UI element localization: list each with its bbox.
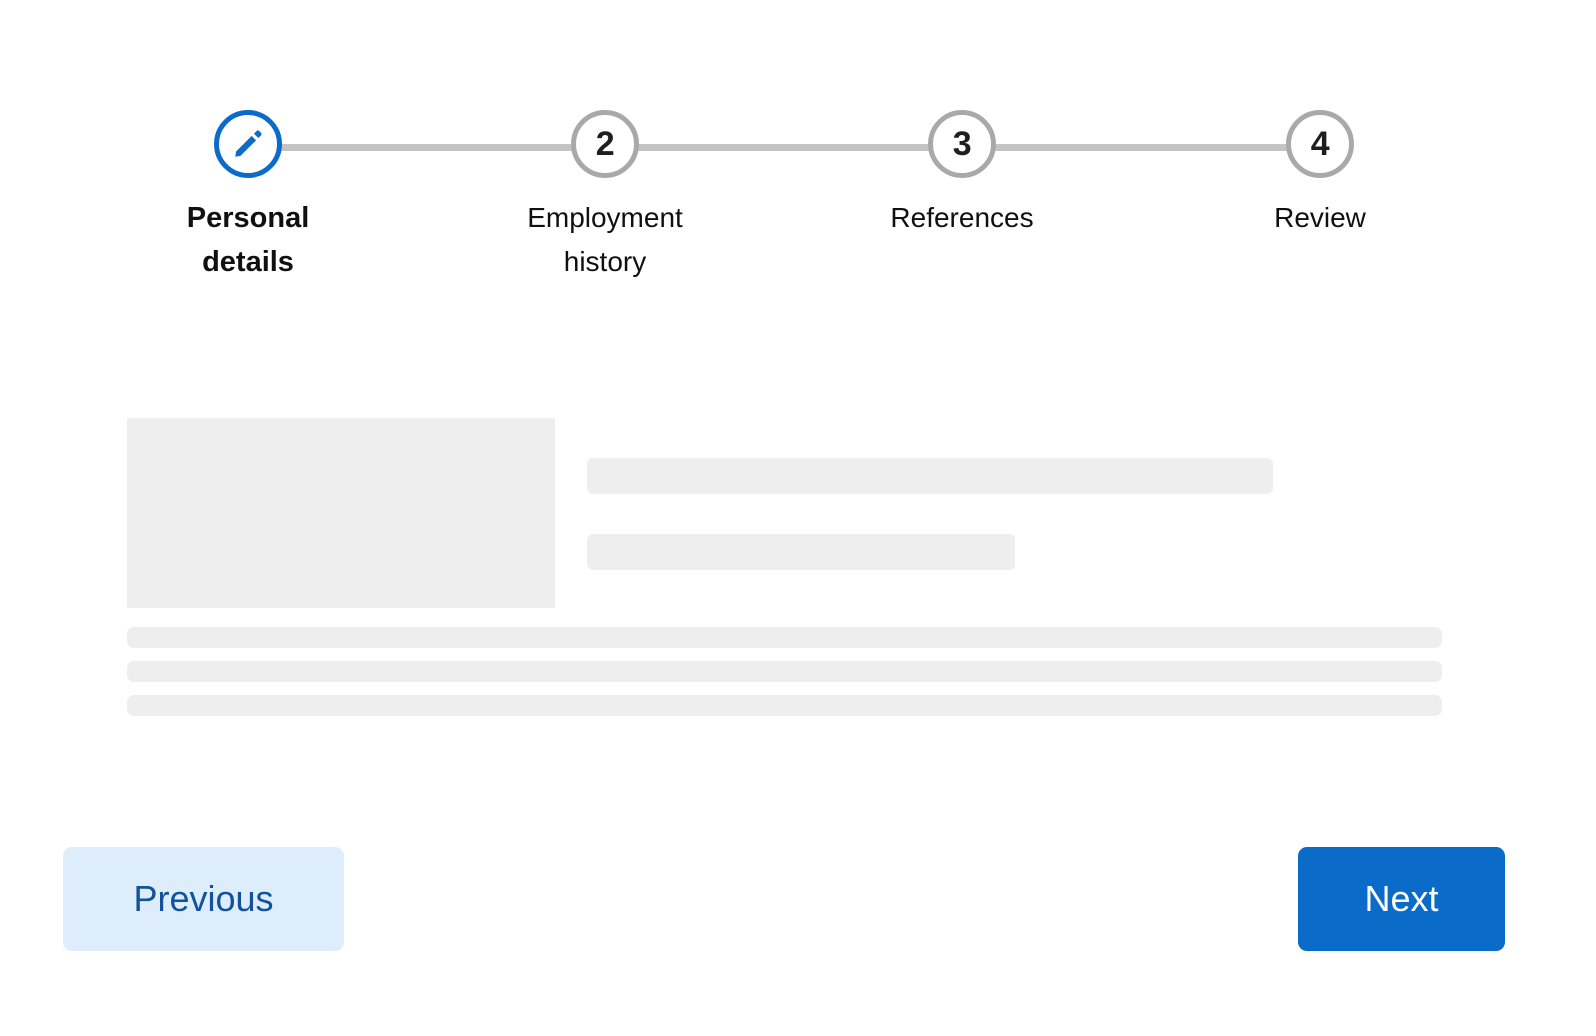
step-marker-4[interactable]: 4 [1286,110,1354,178]
placeholder-row-2 [127,661,1442,682]
step-marker-3[interactable]: 3 [928,110,996,178]
step-number-3: 3 [952,125,972,163]
step-label-1: Personal details [186,202,310,278]
step-label-3: References [890,202,1034,233]
previous-button[interactable]: Previous [63,847,344,951]
form-navigation-footer: Previous Next [0,847,1596,953]
pencil-icon [231,127,265,161]
step-label-4: Review [1274,202,1366,233]
step-number-2: 2 [595,125,615,163]
next-button[interactable]: Next [1298,847,1505,951]
step-label-2: Employment history [527,202,683,277]
progress-stepper: Personal details 2 Employment history 3 … [0,0,1596,320]
stepper-step-references[interactable]: 3 References [832,110,1092,240]
stepper-step-employment-history[interactable]: 2 Employment history [475,110,735,284]
step-marker-2[interactable]: 2 [571,110,639,178]
stepper-connector-line [248,144,1320,151]
stepper-step-personal-details[interactable]: Personal details [118,110,378,284]
placeholder-row-1 [127,627,1442,648]
placeholder-line-short [587,534,1015,570]
placeholder-hero-block [127,418,555,608]
step-marker-1[interactable] [214,110,282,178]
placeholder-line-long [587,458,1273,494]
step-number-4: 4 [1310,125,1330,163]
placeholder-row-3 [127,695,1442,716]
stepper-step-review[interactable]: 4 Review [1190,110,1450,240]
